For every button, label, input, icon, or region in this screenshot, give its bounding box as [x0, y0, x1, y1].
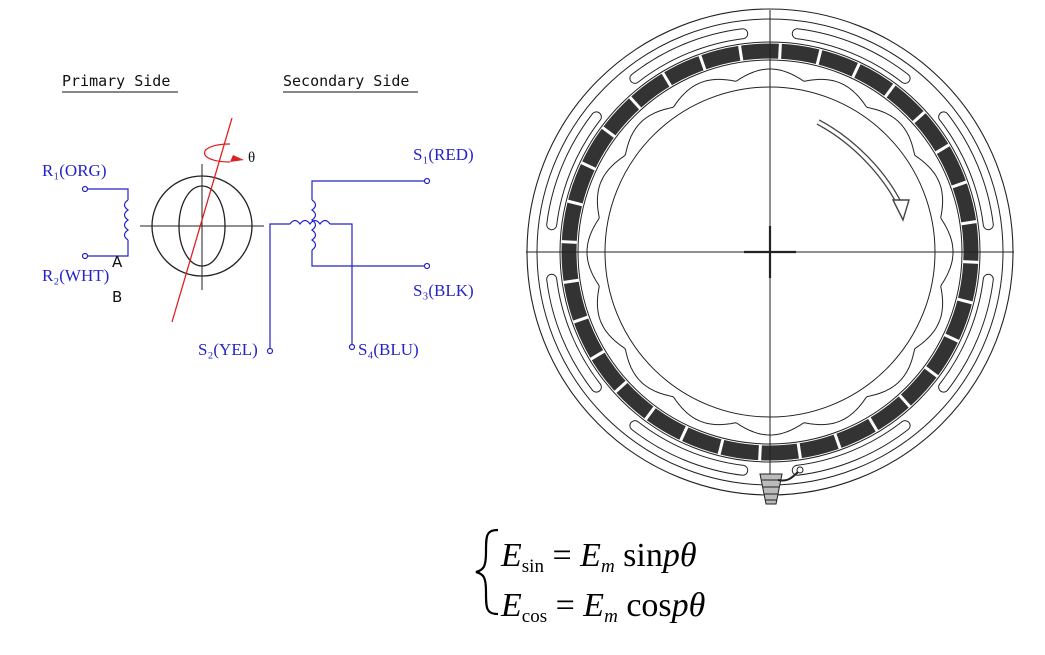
primary-winding: R₁(ORG) R₂(WHT) A B: [42, 161, 130, 306]
stator-tooth-gap: [898, 394, 912, 409]
terminal-s4-label: S₄(BLU): [358, 340, 419, 359]
stator-tooth-gap: [738, 44, 744, 62]
stator-tooth-gap: [679, 425, 689, 442]
primary-coil: [123, 199, 130, 241]
secondary-windings: S₁(RED) S₃(BLK) S₂(YEL) S₄(BLU): [198, 145, 474, 359]
stator-tooth-gap: [851, 62, 861, 79]
stator-tooth-gap: [561, 240, 578, 244]
terminal-s2-label: S₂(YEL): [198, 340, 258, 359]
stator-tooth-gap: [962, 260, 979, 264]
stator-tooth-gap: [628, 95, 642, 110]
theta-label: θ: [248, 150, 255, 166]
mounting-slot: [791, 28, 911, 84]
stator-tooth-gap: [572, 315, 589, 324]
secondary-wire-s4: [330, 223, 353, 344]
stator-tooth-gap: [924, 365, 939, 378]
stator-tooth-gap: [934, 143, 951, 155]
mounting-slot: [546, 111, 602, 231]
cable-lead-end: [796, 466, 804, 474]
stator-tooth-gap: [943, 333, 960, 343]
rotor-angle-axis: [171, 117, 233, 323]
stator-teeth: [561, 43, 979, 461]
equation-sin: Esin = Em sinpθ: [500, 537, 697, 577]
stator-tooth-gap: [796, 442, 802, 460]
terminal-s2-dot: [266, 347, 274, 355]
rotation-arrowhead: [230, 155, 244, 162]
cable-exit: [759, 466, 804, 505]
secondary-wire-s3: [311, 250, 424, 267]
stator-tooth-gap: [956, 297, 974, 305]
secondary-vertical-coil: [310, 199, 317, 251]
stator-tooth-gap: [758, 444, 762, 461]
terminal-r2-label: R₂(WHT): [42, 266, 109, 285]
rotation-direction-arrow-body: [817, 120, 903, 208]
stator-tooth-gap: [960, 220, 978, 226]
stator-tooth-gap: [580, 161, 597, 171]
output-equations: Esin = Em sinpθ Ecos = Em cospθ: [475, 528, 705, 627]
marker-b: B: [112, 288, 122, 306]
secondary-horizontal-coil: [289, 219, 331, 226]
stator-tooth-gap: [717, 438, 725, 456]
mounting-slot: [938, 273, 994, 393]
rotation-arrow: [203, 143, 231, 163]
terminal-s3-label: S₃(BLK): [413, 281, 474, 300]
equation-brace: [475, 528, 499, 616]
resolver-cross-section: [526, 8, 1014, 505]
terminal-s1-dot: [423, 177, 431, 185]
mounting-slot: [791, 420, 911, 476]
secondary-side-heading: Secondary Side: [283, 72, 409, 90]
stator-tooth-gap: [815, 48, 823, 66]
stator-tooth-gap: [698, 54, 707, 71]
stator-tooth-gap: [613, 380, 628, 394]
mounting-slot: [546, 273, 602, 393]
mounting-slot: [629, 28, 749, 84]
terminal-r1-label: R₁(ORG): [42, 161, 106, 180]
stator-tooth-gap: [661, 71, 673, 88]
terminal-s4-dot: [348, 343, 356, 351]
terminal-s3-dot: [423, 262, 431, 270]
stator-tooth-gap: [601, 126, 616, 139]
stator-tooth-gap: [644, 406, 657, 421]
mounting-slots: [546, 28, 994, 476]
primary-wire-bottom: [88, 240, 129, 257]
terminal-r1-dot: [81, 185, 89, 193]
stator-tooth-gap: [562, 278, 580, 284]
equation-cos: Ecos = Em cospθ: [500, 587, 705, 627]
rotor-symbol: θ: [140, 117, 264, 323]
stator-tooth-gap: [589, 349, 606, 361]
primary-wire-top: [88, 188, 129, 200]
stator-tooth-gap: [833, 433, 842, 450]
stator-tooth-gap: [778, 43, 782, 60]
rotation-direction-arrowhead: [891, 199, 910, 222]
stator-tooth-gap: [566, 199, 584, 207]
secondary-wire-s2: [269, 223, 290, 348]
mounting-slot: [938, 111, 994, 231]
stator-tooth-gap: [883, 83, 896, 98]
primary-side-heading: Primary Side: [62, 72, 170, 90]
stator-tooth-gap: [951, 180, 968, 189]
mounting-slot: [629, 420, 749, 476]
secondary-wire-s1: [311, 180, 424, 200]
terminal-r2-dot: [81, 252, 89, 260]
stator-tooth-gap: [867, 416, 879, 433]
cable-grommet-hatch: [762, 479, 780, 501]
marker-a: A: [112, 253, 123, 271]
terminal-s1-label: S₁(RED): [413, 145, 474, 164]
stator-tooth-gap: [912, 110, 927, 124]
rotation-direction-arrow-outline: [816, 119, 904, 209]
